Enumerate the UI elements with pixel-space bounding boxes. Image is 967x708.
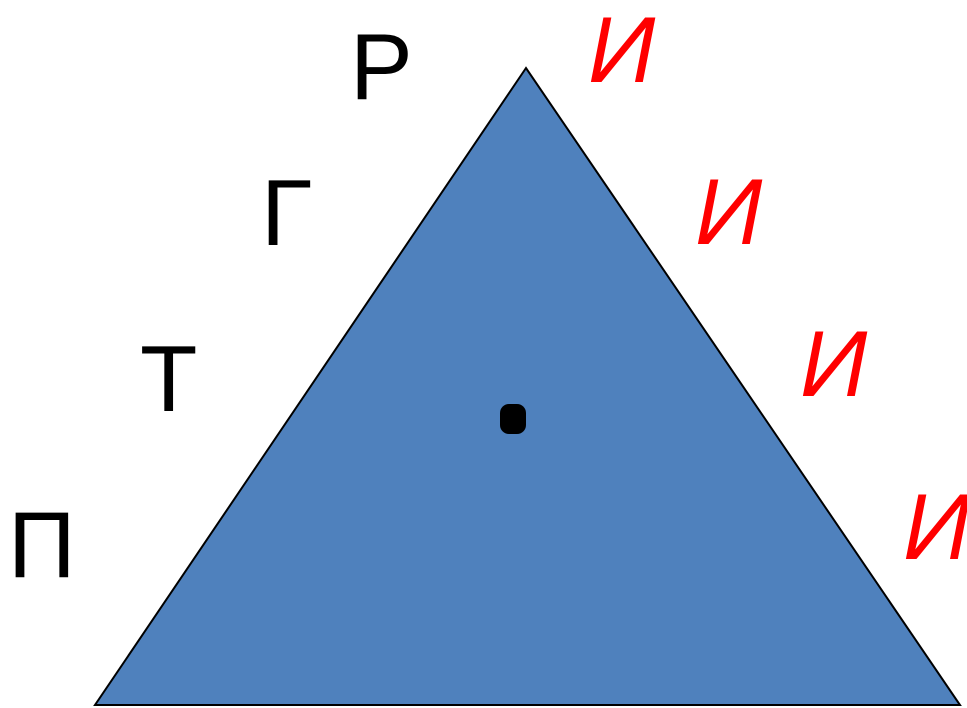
left-letter-1: Р bbox=[350, 14, 413, 119]
left-letter-3: Т bbox=[140, 326, 198, 431]
right-letter-2: И bbox=[695, 159, 763, 264]
left-letter-2: Г bbox=[261, 160, 312, 265]
left-letter-4: П bbox=[8, 492, 76, 597]
right-letter-1: И bbox=[588, 0, 656, 102]
blue-triangle bbox=[93, 66, 962, 706]
right-letter-4: И bbox=[903, 474, 967, 579]
right-letter-3: И bbox=[800, 311, 868, 416]
center-dot bbox=[500, 404, 526, 434]
